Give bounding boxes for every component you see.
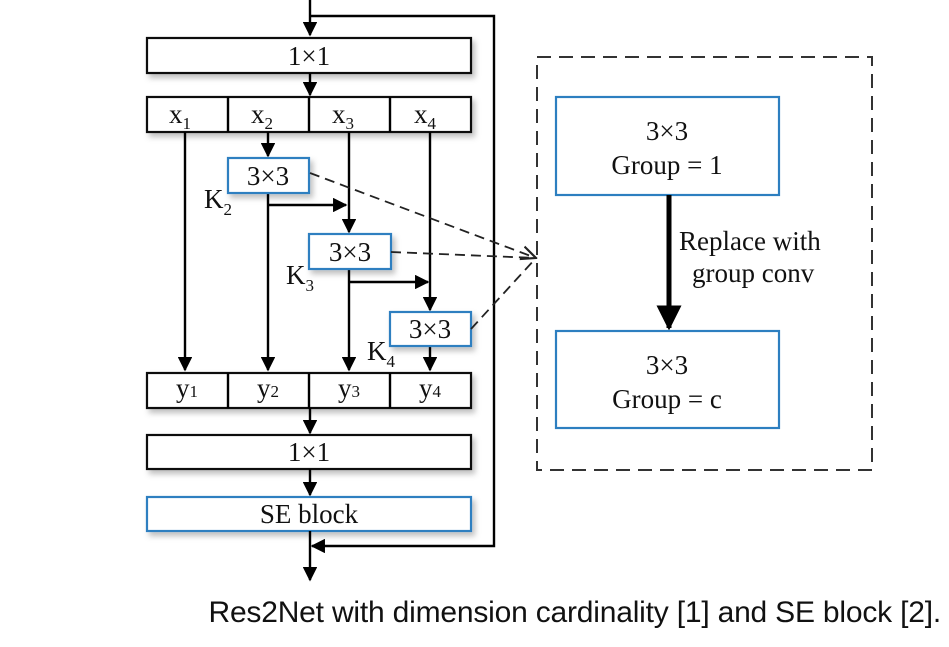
inset-dashed-frame xyxy=(536,56,873,471)
k3-label: K3 xyxy=(286,260,314,295)
bottom-conv-label: 1×1 xyxy=(288,437,330,467)
svg-text:y1: y1 xyxy=(176,373,198,403)
svg-text:x2: x2 xyxy=(251,99,273,133)
svg-text:x3: x3 xyxy=(332,99,354,133)
dashed-link-k4 xyxy=(470,257,537,330)
skip-connection-line xyxy=(310,14,496,554)
svg-text:3×3: 3×3 xyxy=(646,116,688,146)
svg-text:Group = c: Group = c xyxy=(612,384,722,414)
replace-label-line1: Replace with xyxy=(679,226,821,256)
svg-text:x4: x4 xyxy=(414,99,437,133)
split-x2: x2 xyxy=(251,99,273,133)
inset-after-box: 3×3 Group = c xyxy=(554,329,781,430)
svg-text:3×3: 3×3 xyxy=(329,237,371,267)
svg-text:3×3: 3×3 xyxy=(247,161,289,191)
dashed-link-k3 xyxy=(390,251,537,259)
bottom-1x1-conv: 1×1 xyxy=(145,433,473,471)
output-y1: y1 xyxy=(176,373,198,403)
top-conv-label: 1×1 xyxy=(288,41,330,71)
kernel-k2: 3×3 K2 xyxy=(204,156,311,219)
svg-text:y2: y2 xyxy=(257,373,279,403)
se-block: SE block xyxy=(145,495,473,533)
output-splits-row: y1 y2 y3 y4 xyxy=(145,371,473,410)
svg-text:3×3: 3×3 xyxy=(409,314,451,344)
svg-text:y3: y3 xyxy=(338,373,360,403)
figure-caption: Res2Net with dimension cardinality [1] a… xyxy=(208,596,941,629)
se-block-label: SE block xyxy=(260,499,359,529)
split-x3: x3 xyxy=(332,99,354,133)
dashed-link-k2 xyxy=(309,172,536,258)
svg-text:x1: x1 xyxy=(169,99,191,133)
split-x4: x4 xyxy=(414,99,437,133)
svg-text:3×3: 3×3 xyxy=(646,350,688,380)
kernel-k4: 3×3 K4 xyxy=(367,310,473,371)
input-splits-row: x1 x2 x3 x4 xyxy=(145,95,473,134)
inset-before-box: 3×3 Group = 1 xyxy=(554,95,781,197)
k2-label: K2 xyxy=(204,184,232,219)
kernel-k3: 3×3 K3 xyxy=(286,232,393,295)
svg-text:Group = 1: Group = 1 xyxy=(611,150,722,180)
replace-label-line2: group conv xyxy=(692,258,815,288)
top-1x1-conv: 1×1 xyxy=(145,36,473,75)
output-y4: y4 xyxy=(419,373,442,403)
output-y2: y2 xyxy=(257,373,279,403)
k4-label: K4 xyxy=(367,336,396,371)
svg-text:y4: y4 xyxy=(419,373,442,403)
split-x1: x1 xyxy=(169,99,191,133)
output-y3: y3 xyxy=(338,373,360,403)
